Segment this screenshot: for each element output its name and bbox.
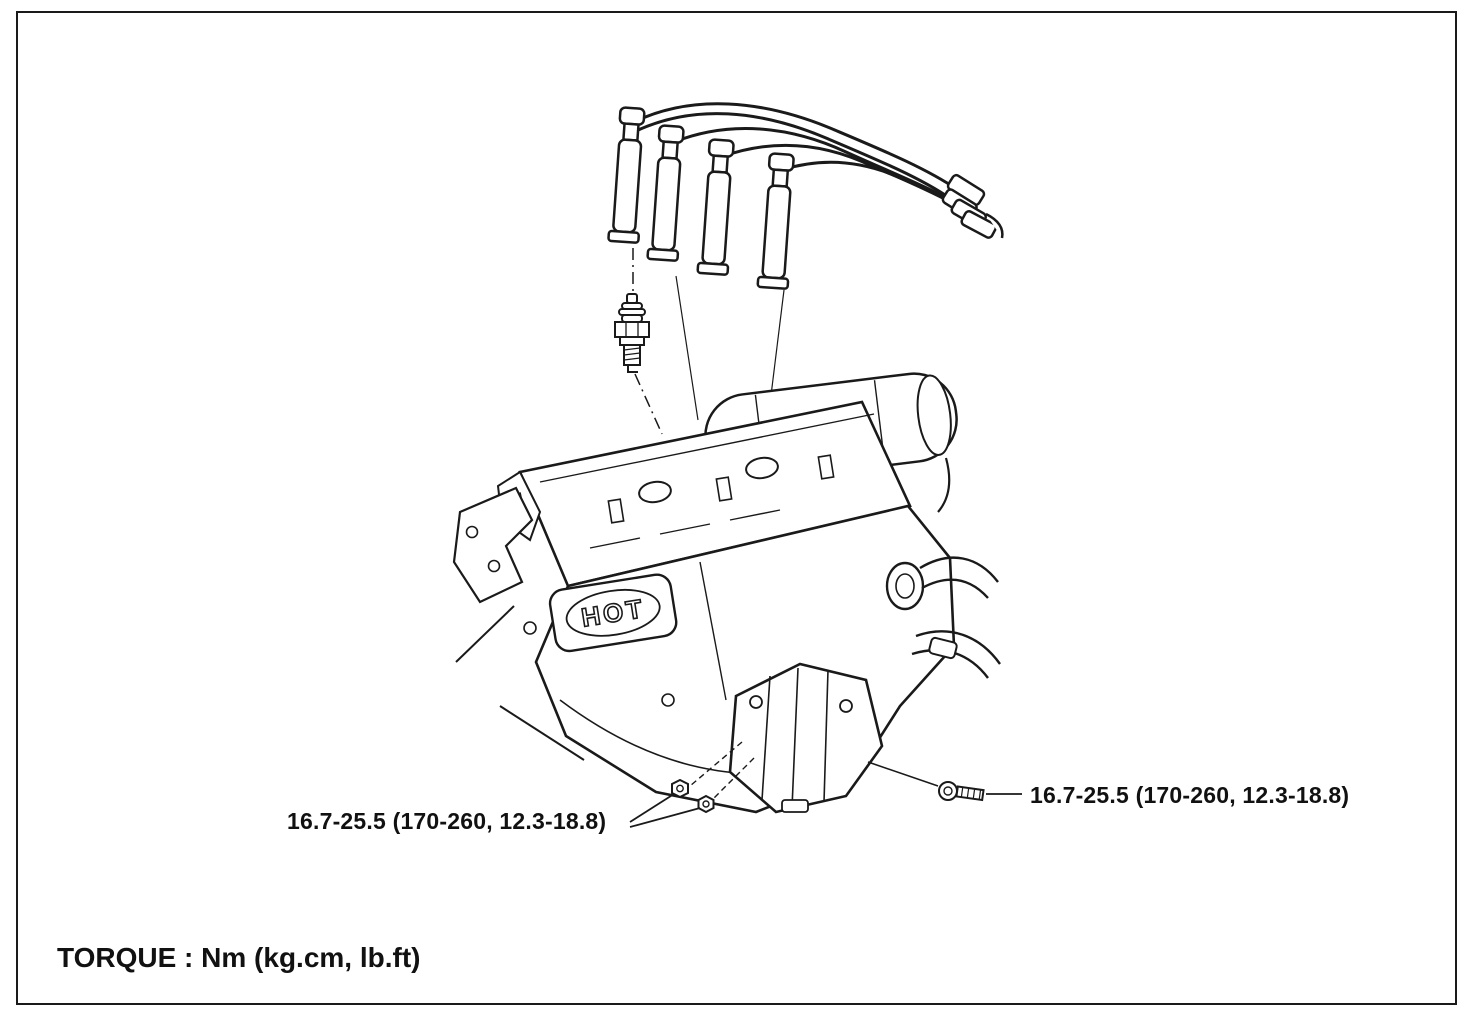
page-border-frame	[16, 11, 1457, 1005]
spark-plug-boot	[607, 106, 646, 244]
engine-bracket	[452, 486, 534, 604]
spark-plug-boot	[696, 138, 735, 276]
centerline	[632, 248, 663, 435]
ignition-coil	[689, 662, 884, 814]
leader-line-left	[629, 793, 701, 828]
flange-nut	[697, 794, 715, 814]
mounting-bolt	[867, 761, 985, 802]
flange-nut	[671, 778, 689, 799]
spark-plug-boot	[646, 124, 685, 262]
torque-spec-label-left: 16.7-25.5 (170-260, 12.3-18.8)	[287, 808, 607, 834]
cable-connectors	[941, 173, 1004, 239]
hot-badge: HOT	[548, 573, 678, 653]
spark-plug	[614, 293, 650, 373]
torque-units-note: TORQUE : Nm (kg.cm, lb.ft)	[57, 942, 421, 973]
spark-plug-boot	[756, 152, 795, 290]
coolant-hoses	[885, 556, 1001, 679]
spark-plug-wire-set	[607, 102, 1004, 290]
ignition-cables	[633, 102, 985, 222]
torque-spec-label-right: 16.7-25.5 (170-260, 12.3-18.8)	[1030, 782, 1350, 808]
